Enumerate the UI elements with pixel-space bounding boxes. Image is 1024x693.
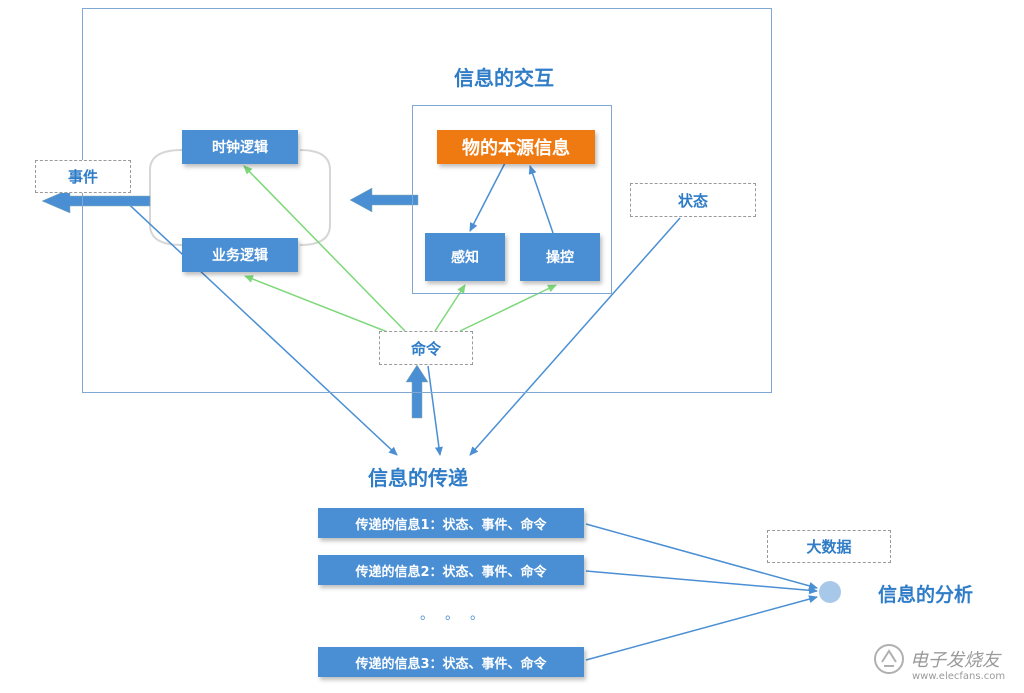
object-frame xyxy=(412,105,612,294)
interaction-frame xyxy=(82,8,772,393)
transfer-ellipsis: 。。。 xyxy=(420,607,502,623)
arrow-command-to-perception xyxy=(434,284,466,332)
arrow-command-to-transfer xyxy=(427,365,443,456)
arrow-state-to-transfer xyxy=(469,217,681,456)
watermark-url: www.elecfans.com xyxy=(912,671,1006,682)
transfer-title: 信息的传递 xyxy=(368,466,468,490)
watermark-text: 电子发烧友 xyxy=(910,650,1000,671)
logic-right-brace xyxy=(299,149,331,246)
thick-arrow-transfer-to-command xyxy=(405,364,429,419)
arrow-info3-to-analysis xyxy=(585,595,818,661)
transfer-info-1: 传递的信息1：状态、事件、命令 xyxy=(318,508,584,538)
arrow-command-to-control xyxy=(459,284,557,332)
analysis-title: 信息的分析 xyxy=(878,584,974,606)
state-label: 状态 xyxy=(630,183,756,217)
arrow-event-to-transfer xyxy=(119,195,398,456)
business-logic-box: 业务逻辑 xyxy=(182,238,298,272)
arrow-command-to-business-logic xyxy=(244,275,391,334)
source-info-box: 物的本源信息 xyxy=(437,130,595,164)
big-data-label: 大数据 xyxy=(767,530,891,563)
transfer-info-2: 传递的信息2：状态、事件、命令 xyxy=(318,555,584,585)
interaction-title: 信息的交互 xyxy=(454,66,554,90)
event-label: 事件 xyxy=(35,160,131,193)
thick-arrow-source-to-logic xyxy=(349,187,419,213)
arrow-info2-to-analysis xyxy=(585,570,818,595)
control-box: 操控 xyxy=(520,233,600,281)
arrow-source-to-perception xyxy=(469,162,506,232)
arrow-command-to-clock-logic xyxy=(243,165,406,332)
command-label: 命令 xyxy=(379,331,473,365)
arrow-control-to-source xyxy=(528,165,554,234)
analysis-node xyxy=(819,581,841,603)
transfer-info-3: 传递的信息3：状态、事件、命令 xyxy=(318,647,584,677)
arrow-info1-to-analysis xyxy=(585,523,818,590)
perception-box: 感知 xyxy=(425,233,505,281)
watermark-logo-icon xyxy=(872,642,906,676)
thick-arrow-logic-to-event xyxy=(41,188,151,214)
clock-logic-box: 时钟逻辑 xyxy=(182,130,298,164)
